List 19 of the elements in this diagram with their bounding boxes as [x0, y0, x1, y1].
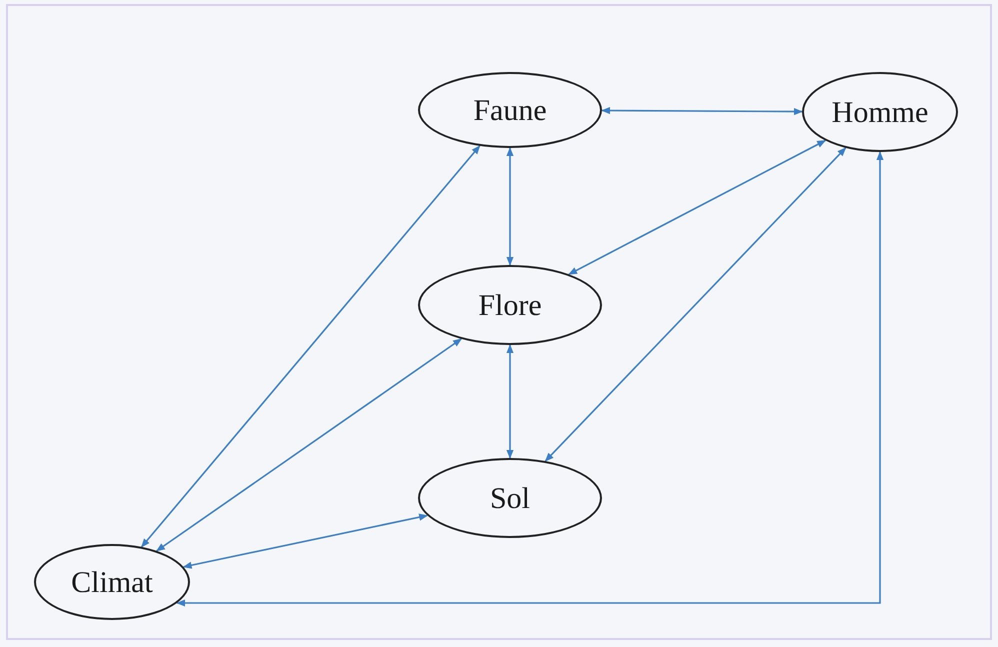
arrow	[182, 514, 428, 569]
node-label: Homme	[832, 94, 928, 130]
node-label: Sol	[490, 480, 530, 516]
ellipse-node	[802, 72, 958, 152]
node-label: Flore	[478, 288, 542, 324]
node-label: Faune	[473, 92, 547, 128]
arrow	[140, 145, 480, 548]
ellipse-node	[418, 458, 602, 538]
arrow	[506, 147, 514, 266]
arrow	[176, 151, 884, 607]
ellipse-node	[418, 265, 602, 345]
arrow	[156, 338, 462, 552]
arrow	[544, 147, 846, 462]
arrow	[568, 140, 826, 275]
ellipse-node	[34, 544, 190, 620]
arrow	[601, 106, 803, 116]
arrow	[506, 344, 514, 459]
node-label: Climat	[71, 564, 153, 600]
ellipse-node	[418, 72, 602, 148]
